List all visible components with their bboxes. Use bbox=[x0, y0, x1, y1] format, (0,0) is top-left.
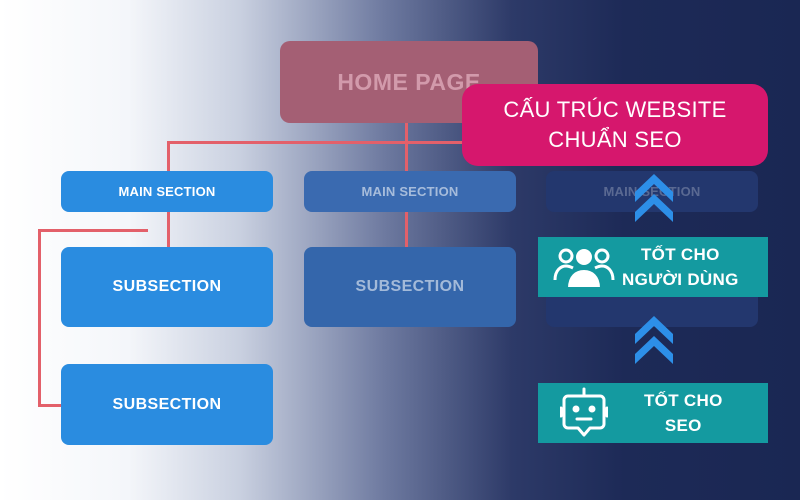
benefit-users-line-2: NGƯỜI DÙNG bbox=[622, 270, 739, 289]
home-page-box: HOME PAGE bbox=[280, 41, 538, 123]
subsection-box-1: SUBSECTION bbox=[61, 247, 273, 327]
subsection-label: SUBSECTION bbox=[355, 278, 465, 295]
main-section-box-1: MAIN SECTION bbox=[61, 171, 273, 212]
connector-to-main-2 bbox=[405, 141, 408, 171]
home-page-label: HOME PAGE bbox=[337, 68, 481, 95]
main-section-label: MAIN SECTION bbox=[603, 184, 701, 199]
main-section-label: MAIN SECTION bbox=[118, 184, 216, 199]
connector-main1-to-sub1 bbox=[167, 212, 170, 247]
subsection-box-4: SUBSECTION bbox=[61, 364, 273, 445]
connector-branch-vertical bbox=[38, 229, 41, 407]
benefit-seo-box: TỐT CHO SEO bbox=[538, 383, 768, 443]
connector-branch-horizontal bbox=[38, 229, 148, 232]
connector-main2-to-sub2 bbox=[405, 212, 408, 247]
benefit-seo-line-2: SEO bbox=[664, 416, 702, 435]
benefit-seo-line-1: TỐT CHO bbox=[644, 391, 723, 410]
double-chevron-up-icon bbox=[635, 174, 673, 222]
connector-home-down bbox=[405, 123, 408, 143]
main-section-label: MAIN SECTION bbox=[361, 184, 459, 199]
title-line-1: CẤU TRÚC WEBSITE bbox=[503, 97, 727, 122]
benefit-users-line-1: TỐT CHO bbox=[641, 245, 720, 264]
connector-horizontal-top bbox=[167, 141, 512, 144]
subsection-box-2: SUBSECTION bbox=[304, 247, 516, 327]
connector-to-sub3 bbox=[38, 404, 62, 407]
benefit-users-box: TỐT CHO NGƯỜI DÙNG bbox=[538, 237, 768, 297]
double-chevron-up-icon bbox=[635, 316, 673, 364]
subsection-label: SUBSECTION bbox=[112, 278, 222, 295]
subsection-label: SUBSECTION bbox=[112, 395, 222, 413]
main-section-box-2: MAIN SECTION bbox=[304, 171, 516, 212]
title-line-2: CHUẨN SEO bbox=[548, 127, 682, 152]
robot-chat-icon bbox=[560, 387, 608, 437]
users-group-icon bbox=[553, 247, 615, 289]
connector-to-main-1 bbox=[167, 141, 170, 171]
title-banner: CẤU TRÚC WEBSITE CHUẨN SEO bbox=[462, 84, 768, 166]
